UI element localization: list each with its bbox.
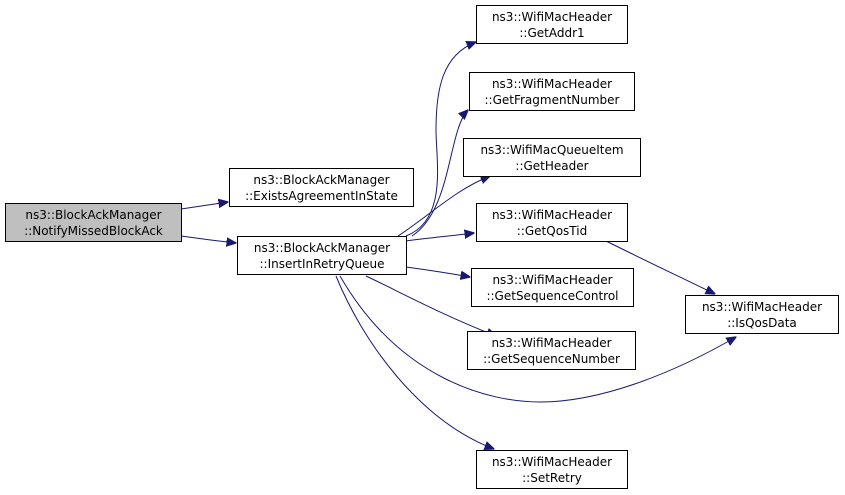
node-box <box>467 331 636 370</box>
node-label-line1: ns3::BlockAckManager <box>254 241 390 255</box>
node-notify-missed-block-ack[interactable]: ns3::BlockAckManager ::NotifyMissedBlock… <box>5 203 182 242</box>
node-box <box>469 72 635 111</box>
edges <box>180 42 736 449</box>
node-label-line2: ::InsertInRetryQueue <box>260 257 385 271</box>
node-box <box>476 5 628 44</box>
node-label-line1: ns3::BlockAckManager <box>25 208 161 222</box>
node-label-line1: ns3::WifiMacHeader <box>491 336 611 350</box>
node-exists-agreement-in-state[interactable]: ns3::BlockAckManager ::ExistsAgreementIn… <box>229 168 414 207</box>
node-get-addr1[interactable]: ns3::WifiMacHeader ::GetAddr1 <box>476 5 628 44</box>
node-box <box>471 268 634 307</box>
node-label-line1: ns3::WifiMacHeader <box>492 273 612 287</box>
node-label-line2: ::GetAddr1 <box>519 26 584 40</box>
node-get-qos-tid[interactable]: ns3::WifiMacHeader ::GetQosTid <box>476 203 628 242</box>
node-box <box>229 168 414 207</box>
node-label-line2: ::GetHeader <box>515 159 588 173</box>
edge-insert-to-getsequencenumber <box>365 275 496 336</box>
node-box <box>463 138 641 177</box>
node-label-line2: ::SetRetry <box>522 471 582 485</box>
edge-getqostid-to-isqosdata <box>605 240 715 294</box>
node-box <box>5 203 182 242</box>
edge-insert-to-getheader <box>397 176 490 237</box>
edge-insert-to-getqostid <box>405 233 474 242</box>
node-is-qos-data[interactable]: ns3::WifiMacHeader ::IsQosData <box>685 295 839 334</box>
node-insert-in-retry-queue[interactable]: ns3::BlockAckManager ::InsertInRetryQueu… <box>237 236 407 275</box>
node-box <box>476 450 628 489</box>
edge-insert-to-getfragmentnumber <box>411 110 468 237</box>
edge-insert-to-isqosdata <box>339 275 736 403</box>
node-label-line1: ns3::WifiMacHeader <box>702 300 822 314</box>
node-label-line2: ::GetSequenceControl <box>486 289 618 303</box>
node-label-line1: ns3::WifiMacHeader <box>492 10 612 24</box>
node-label-line2: ::ExistsAgreementInState <box>245 189 398 203</box>
edge-notify-to-insert <box>180 235 236 243</box>
node-set-retry[interactable]: ns3::WifiMacHeader ::SetRetry <box>476 450 628 489</box>
node-label-line1: ns3::BlockAckManager <box>253 173 389 187</box>
node-get-sequence-number[interactable]: ns3::WifiMacHeader ::GetSequenceNumber <box>467 331 636 370</box>
node-get-fragment-number[interactable]: ns3::WifiMacHeader ::GetFragmentNumber <box>469 72 635 111</box>
node-label-line2: ::GetQosTid <box>517 224 587 238</box>
edge-insert-to-setretry <box>335 275 494 449</box>
edge-insert-to-getsequencecontrol <box>405 266 470 277</box>
node-box <box>685 295 839 334</box>
node-label-line1: ns3::WifiMacHeader <box>492 455 612 469</box>
node-label-line2: ::NotifyMissedBlockAck <box>24 224 163 238</box>
node-label-line1: ns3::WifiMacHeader <box>492 77 612 91</box>
node-label-line1: ns3::WifiMacHeader <box>492 208 612 222</box>
node-box <box>476 203 628 242</box>
node-label-line2: ::GetSequenceNumber <box>483 352 620 366</box>
node-label-line1: ns3::WifiMacQueueItem <box>480 143 623 157</box>
node-label-line2: ::IsQosData <box>727 316 797 330</box>
node-get-sequence-control[interactable]: ns3::WifiMacHeader ::GetSequenceControl <box>471 268 634 307</box>
node-label-line2: ::GetFragmentNumber <box>485 93 620 107</box>
edge-notify-to-exists <box>180 202 228 210</box>
node-get-header[interactable]: ns3::WifiMacQueueItem ::GetHeader <box>463 138 641 177</box>
node-box <box>237 236 407 275</box>
